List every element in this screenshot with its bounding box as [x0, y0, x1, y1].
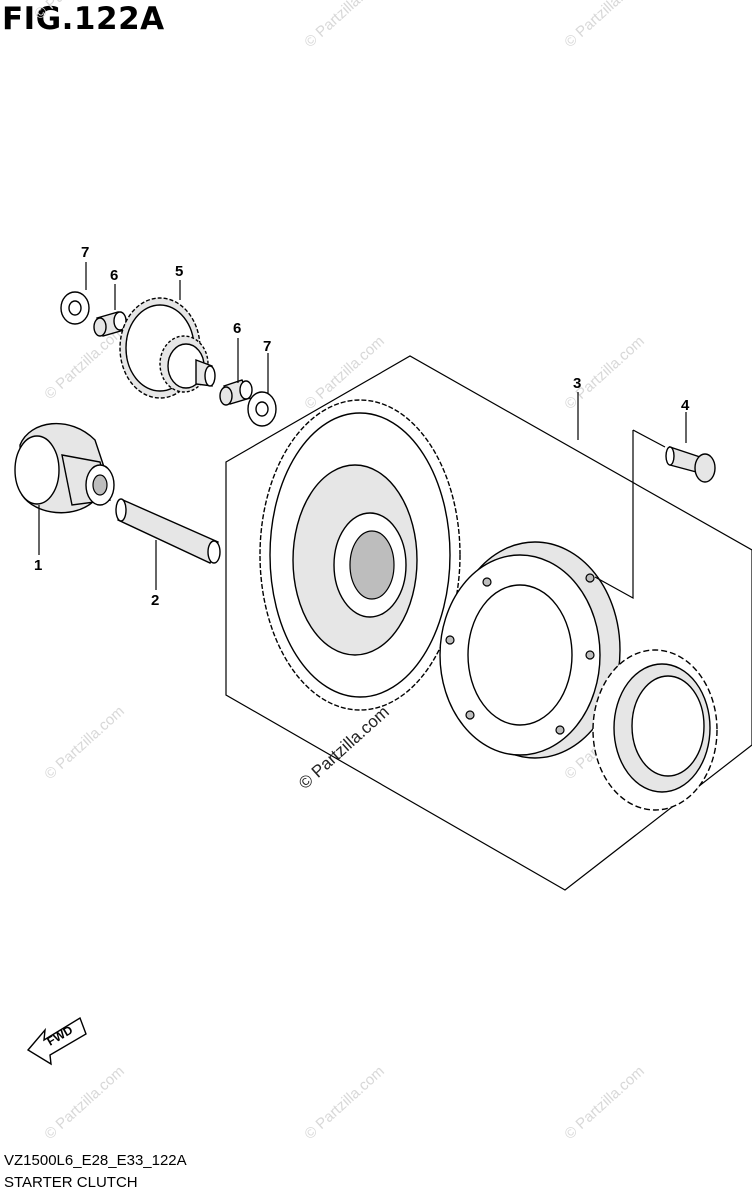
watermark: © Partzilla.com: [41, 1063, 127, 1143]
callout-part-4: 4: [681, 397, 690, 414]
bushing-6-left: [93, 311, 127, 337]
callout-part-7: 7: [81, 244, 89, 261]
washer-7-left: [60, 291, 90, 325]
idler-gear-5: [119, 297, 216, 399]
sprag-clutch: [592, 649, 718, 811]
one-way-clutch-body: [439, 541, 621, 759]
bolt-4: [665, 446, 716, 483]
watermark: © Partzilla.com: [41, 323, 127, 403]
callout-part-6: 6: [110, 267, 118, 284]
callout-part-5: 5: [175, 263, 183, 280]
shaft-2: [115, 498, 221, 564]
callout-part-2: 2: [151, 592, 159, 609]
figure-title: FIG.122A: [2, 1, 165, 37]
washer-7-right: [247, 391, 277, 427]
callout-part-6: 6: [233, 320, 241, 337]
bushing-6-right: [219, 379, 253, 406]
callout-labels: 1 2 3 4 5 6 7 6 7: [34, 244, 690, 609]
watermark: © Partzilla.com: [561, 1063, 647, 1143]
watermark: © Partzilla.com: [561, 333, 647, 413]
watermark: © Partzilla.com: [561, 0, 647, 51]
watermark: © Partzilla.com: [301, 1063, 387, 1143]
callout-part-7: 7: [263, 338, 271, 355]
callout-part-1: 1: [34, 557, 42, 574]
leader-lines: [38, 262, 687, 600]
callout-part-3: 3: [573, 375, 581, 392]
starter-driven-gear: [259, 399, 461, 711]
model-code: VZ1500L6_E28_E33_122A: [4, 1152, 187, 1169]
starter-gear-1: [14, 422, 115, 514]
watermark: © Partzilla.com: [301, 0, 387, 51]
watermark: © Partzilla.com: [41, 703, 127, 783]
watermark: © Partzilla.com: [301, 333, 387, 413]
section-name: STARTER CLUTCH: [4, 1174, 138, 1191]
assembly-outline: [225, 355, 752, 891]
fwd-arrow: FWD: [26, 1016, 87, 1066]
watermark-inline: © Partzilla.com: [295, 702, 393, 793]
watermark: © Partzilla.com: [31, 0, 117, 23]
